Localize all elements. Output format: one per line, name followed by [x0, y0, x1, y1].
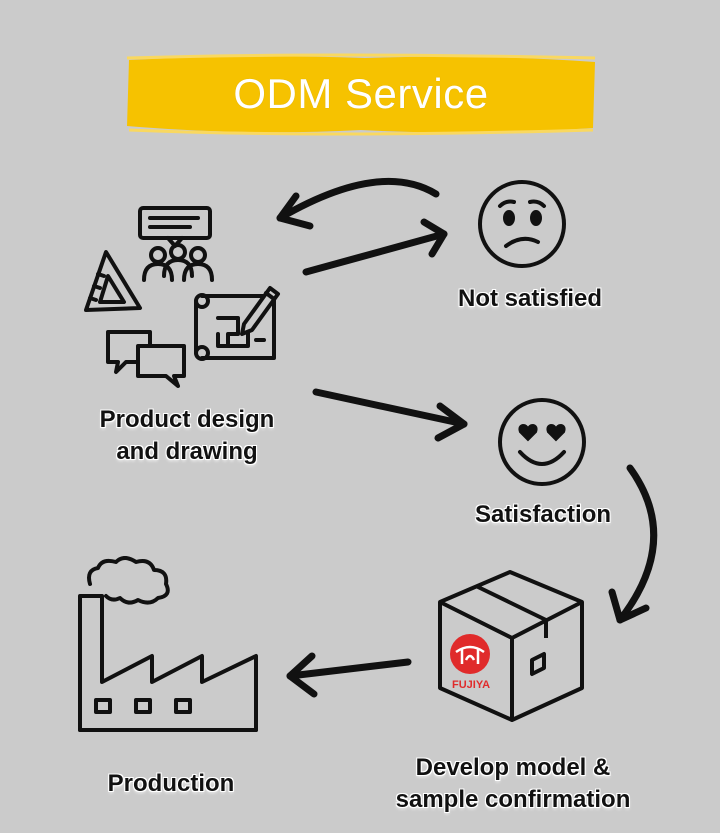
arrow-satisfaction-to-develop: [608, 464, 658, 624]
arrow-design-to-not-satisfied: [302, 218, 448, 276]
banner-brush-shape: [126, 53, 596, 136]
arrow-develop-to-production: [286, 652, 412, 698]
design-label-line2: and drawing: [116, 438, 258, 465]
develop-label-line1: Develop model &: [415, 754, 611, 781]
title-banner: ODM Service: [125, 52, 597, 136]
logo-text: FUJIYA: [452, 679, 490, 691]
heart-eyes-face-icon: [498, 398, 586, 486]
arrow-not-satisfied-to-design: [276, 177, 440, 230]
fujiya-logo: FUJIYA: [450, 634, 490, 691]
design-label-line1: Product design: [99, 406, 275, 433]
develop-label-line2: sample confirmation: [395, 786, 631, 813]
worried-face-icon: [478, 180, 566, 268]
design-label: Product design and drawing: [72, 404, 302, 468]
design-team-blueprint-icon: [84, 206, 280, 388]
arrow-design-to-satisfaction: [312, 388, 468, 442]
develop-label: Develop model & sample confirmation: [372, 752, 654, 816]
production-label: Production: [107, 770, 235, 797]
box-icon: FUJIYA: [438, 570, 584, 722]
satisfaction-label: Satisfaction: [474, 501, 612, 528]
factory-icon: [78, 556, 258, 732]
not-satisfied-label: Not satisfied: [457, 285, 603, 312]
page-title: ODM Service: [233, 70, 489, 117]
